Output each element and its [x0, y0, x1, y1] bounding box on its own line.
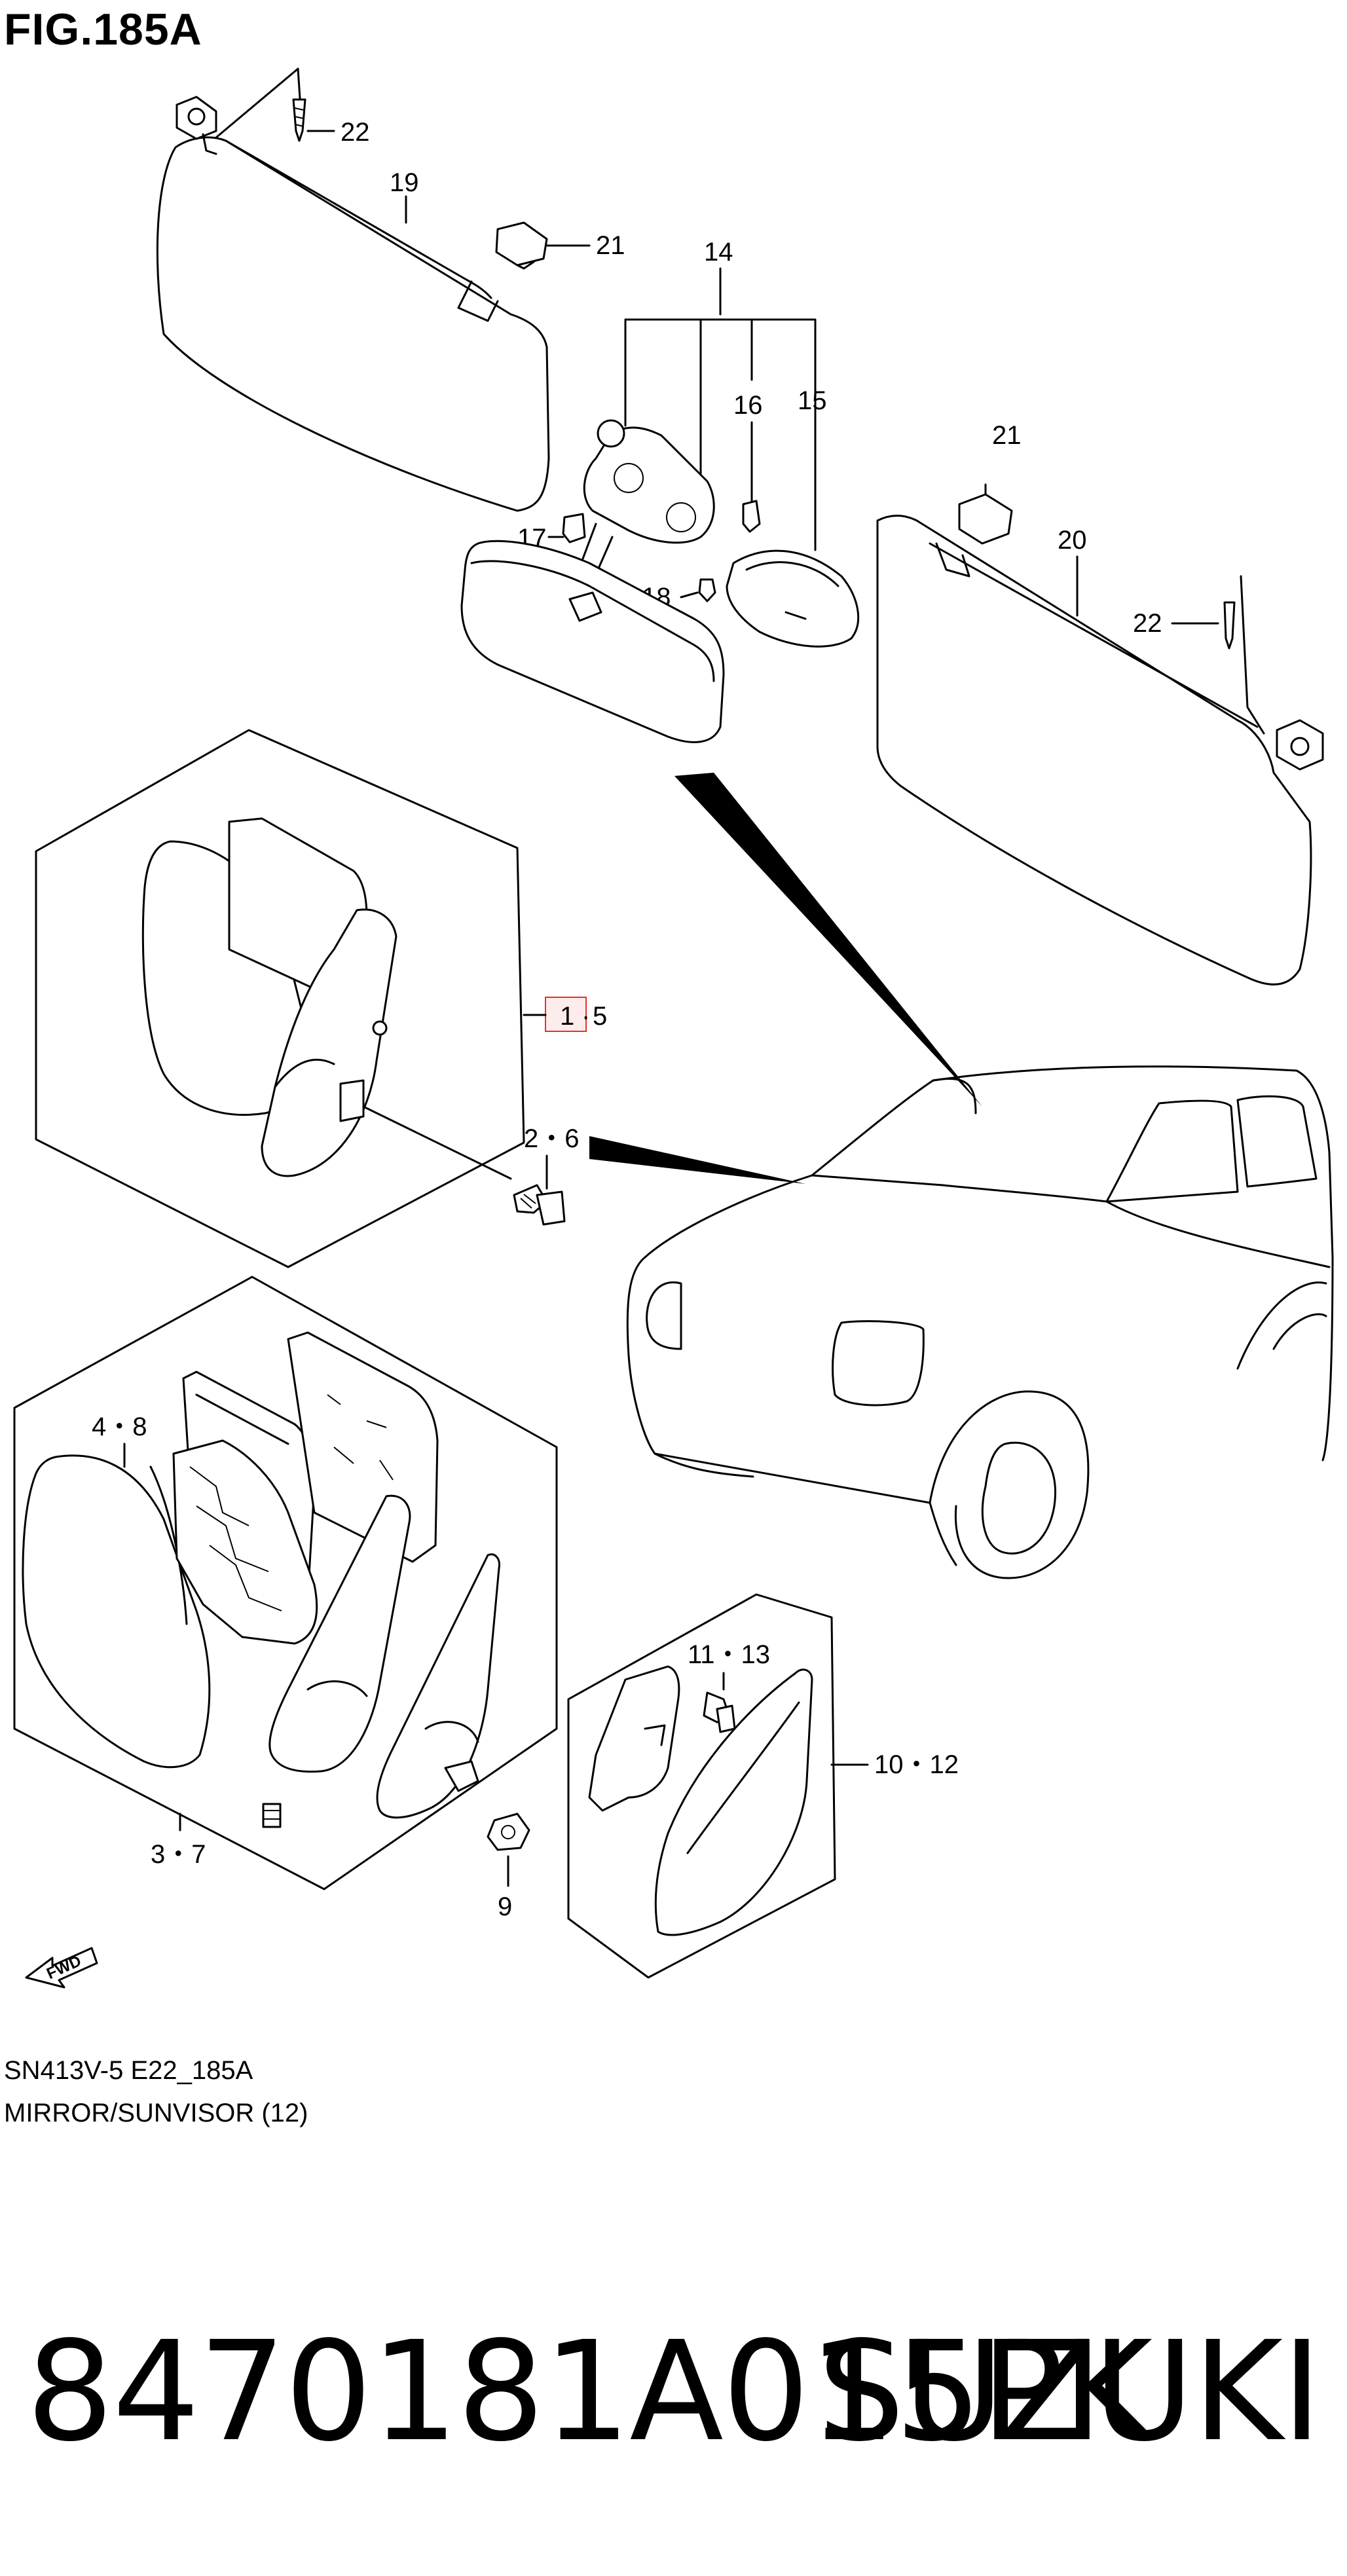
assembly-box-mirror-internals: [13, 1276, 558, 1890]
pointer-wedge-door-mirror: [589, 1136, 805, 1184]
callout-5-sep: ·: [581, 1002, 590, 1031]
callout-15: 15: [798, 386, 827, 415]
rearview-mirror-body: [460, 540, 725, 743]
callout-20: 20: [1058, 526, 1087, 555]
screw-11-13: [703, 1691, 736, 1733]
callout-1: 1: [560, 1002, 574, 1031]
fwd-direction-arrow: FWD: [25, 1947, 98, 1989]
clip-21-left: [495, 221, 591, 270]
callout-4-8: 4・8: [92, 1412, 147, 1441]
diagram-area: 22 19 21 14 16 15: [4, 5, 1334, 2127]
callout-19: 19: [390, 168, 419, 197]
screw-22-left: [292, 98, 335, 142]
callout-2-6: 2・6: [524, 1124, 580, 1153]
clip-21-right: [958, 483, 1013, 545]
mirror-17-cap: [562, 513, 586, 543]
callout-22-left: 22: [341, 118, 370, 147]
callout-21-right: 21: [992, 421, 1022, 450]
callout-14: 14: [704, 238, 733, 267]
pointer-wedge-mirror: [674, 773, 982, 1107]
screw-22-right: [1223, 601, 1236, 650]
mirror-bracket: [575, 419, 715, 591]
callout-highlight-box: [545, 997, 587, 1032]
screw-3-7: [262, 1803, 282, 1828]
callout-21-left: 21: [596, 231, 625, 260]
brand-name: SUZUKI: [817, 2311, 1322, 2472]
nut-9: [487, 1812, 530, 1851]
callout-5: 5: [593, 1002, 607, 1031]
bolt-2-6: [513, 1184, 566, 1226]
callout-22-right: 22: [1133, 609, 1162, 638]
exploded-view-drawing: 22 19 21 14 16 15: [13, 67, 1334, 1989]
callout-9: 9: [498, 1892, 512, 1921]
part-number: 8470181A015PK: [26, 2311, 1153, 2472]
figure-code: SN413V-5 E22_185A: [4, 2056, 253, 2085]
assembly-box-cover: [567, 1593, 836, 1979]
callout-11-13: 11・13: [688, 1640, 770, 1669]
callout-16: 16: [733, 391, 763, 420]
callout-3-7: 3・7: [151, 1840, 206, 1869]
assembly-box-door-mirror: [35, 729, 525, 1268]
cover-15: [726, 549, 860, 648]
screw-18: [698, 578, 716, 602]
clip-screw-16: [742, 500, 761, 533]
sunvisor-holder-right: [1276, 719, 1324, 771]
callout-10-12: 10・12: [874, 1750, 959, 1779]
sunvisor-right: [876, 515, 1312, 985]
sunvisor-holder-left: [175, 96, 217, 155]
figure-name: MIRROR/SUNVISOR (12): [4, 2099, 308, 2127]
figure-title: FIG.185A: [4, 5, 202, 54]
sunvisor-left: [156, 67, 550, 512]
vehicle-outline: [626, 1065, 1334, 1579]
